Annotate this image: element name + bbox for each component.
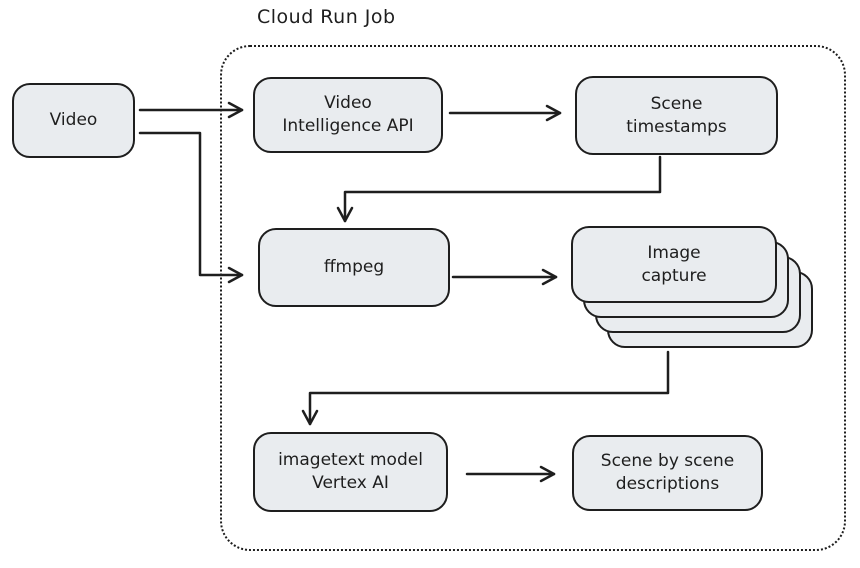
node-scene-descriptions-line2: descriptions (615, 474, 720, 494)
node-scene-timestamps-line2: timestamps (626, 116, 727, 137)
node-image-capture-line2: capture (641, 265, 707, 286)
node-video-intelligence-api: Video Intelligence API (253, 77, 443, 153)
node-video-intelligence-api-line1: Video (324, 93, 372, 114)
node-scene-descriptions-line1: Scene by scene (600, 451, 735, 472)
node-ffmpeg-label: ffmpeg (323, 257, 385, 278)
node-ffmpeg: ffmpeg (258, 228, 450, 307)
node-imagetext-model-line1: imagetext model (278, 450, 423, 471)
cloud-run-job-container (220, 45, 846, 551)
node-imagetext-model: imagetext model Vertex AI (253, 432, 448, 512)
node-scene-descriptions: Scene by scene descriptions (572, 435, 763, 511)
diagram-title: Cloud Run Job (257, 6, 396, 28)
node-video-intelligence-api-line2: Intelligence API (282, 116, 414, 136)
node-image-capture-line1: Image (647, 242, 701, 263)
node-video-label: Video (49, 110, 98, 131)
node-image-capture-stack: Image capture (571, 226, 813, 348)
node-video: Video (12, 83, 135, 158)
node-scene-timestamps-line1: Scene (650, 93, 703, 114)
node-scene-timestamps: Scene timestamps (575, 76, 778, 155)
node-imagetext-model-line2: Vertex AI (312, 473, 389, 493)
node-image-capture: Image capture (571, 226, 777, 303)
